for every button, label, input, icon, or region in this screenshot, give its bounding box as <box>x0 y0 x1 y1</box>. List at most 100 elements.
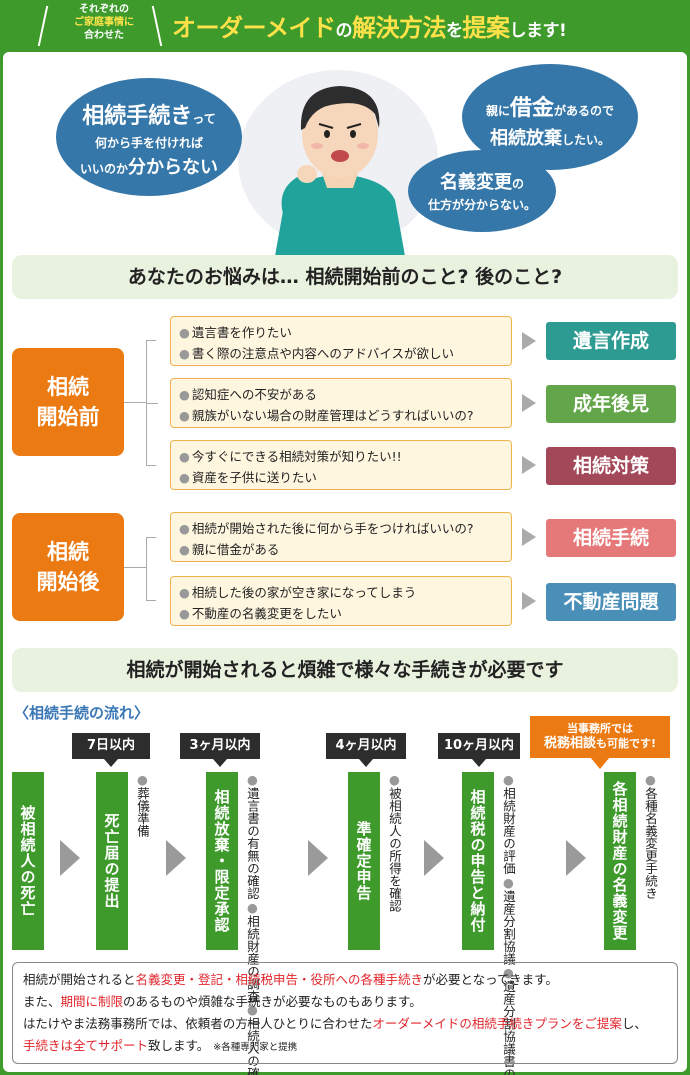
callout-text: 当事務所では <box>567 722 633 735</box>
service-tag-guardianship[interactable]: 成年後見 <box>546 385 676 423</box>
arrow-right-icon <box>522 528 536 546</box>
tax-consult-callout: 当事務所では 税務相談も可能です! <box>530 716 670 769</box>
bubble-text: 相続放棄 <box>489 128 562 149</box>
callout-text: も可能です! <box>595 737 657 750</box>
worry-item-1: ●遺言書を作りたい ●書く際の注意点や内容へのアドバイスが欲しい <box>170 316 512 366</box>
bubble-text: 名義変更 <box>439 172 512 193</box>
section-title-worries: あなたのお悩みは… 相続開始前のこと? 後のこと? <box>12 255 678 299</box>
service-tag-real-estate[interactable]: 不動産問題 <box>546 583 676 621</box>
note-text: 相続財産の評価 <box>501 787 516 875</box>
bubble-text: って <box>192 112 216 126</box>
note-income: ●被相続人の所得を確認 <box>387 772 402 912</box>
worry-text: 相続した後の家が空き家になってしまう <box>191 585 417 600</box>
footer-text: また、 <box>23 994 61 1009</box>
note-text: 葬儀準備 <box>135 787 150 837</box>
worry-item-3: ●今すぐにできる相続対策が知りたい!! ●資産を子供に送りたい <box>170 440 512 490</box>
step-death: 被相続人の死亡 <box>12 772 44 950</box>
arrow-right-icon <box>522 456 536 474</box>
callout-text: 税務相談 <box>543 736 596 751</box>
footer-text: のあるものや煩雑な手続きが必要なものもあります。 <box>123 994 422 1009</box>
note-division: ●遺産分割協議書の作成 ●遺産分割協議 ●相続財産の評価 <box>500 772 516 1075</box>
header-banner: それぞれの ご家庭事情に 合わせた オーダーメイドの解決方法を提案します! <box>0 0 690 52</box>
footer-highlight: 期間に制限 <box>60 994 124 1009</box>
note-text: 被相続人の所得を確認 <box>387 787 402 912</box>
step-tax-filing: 相続税の申告と納付 <box>462 772 494 950</box>
service-tag-procedure[interactable]: 相続手続 <box>546 519 676 557</box>
footer-note: 相続が開始されると名義変更・登記・相続税申告・役所への各種手続きが必要となってき… <box>12 962 678 1064</box>
worried-person-illustration <box>275 86 405 256</box>
bubble-text: いいのか <box>79 162 128 176</box>
note-name-change: ●各種名義変更手続き <box>643 772 658 900</box>
arrow-right-icon <box>60 840 80 876</box>
note-text: 遺言書の有無の確認 <box>245 787 260 900</box>
bubble-text: 分からない <box>128 157 218 178</box>
footer-text: 致します。 <box>148 1038 210 1053</box>
arrow-right-icon <box>424 840 444 876</box>
footer-text: が必要となってきます。 <box>423 972 558 987</box>
title-part: オーダーメイド <box>172 14 336 42</box>
service-tag-planning[interactable]: 相続対策 <box>546 447 676 485</box>
worry-text: 資産を子供に送りたい <box>191 470 317 485</box>
worry-text: 相続が開始された後に何から手をつければいいの? <box>191 521 474 536</box>
bubble-text: したい。 <box>561 133 610 147</box>
worry-text: 書く際の注意点や内容へのアドバイスが欲しい <box>191 346 455 361</box>
worry-item-2: ●認知症への不安がある ●親族がいない場合の財産管理はどうすればいいの? <box>170 378 512 428</box>
connector <box>146 537 156 601</box>
category-label: 相続 <box>47 540 89 564</box>
worry-item-4: ●相続が開始された後に何から手をつければいいの? ●親に借金がある <box>170 512 512 562</box>
banner-subtitle: それぞれの ご家庭事情に 合わせた <box>48 3 160 49</box>
step-death-notice: 死亡届の提出 <box>96 772 128 950</box>
note-text: 各種名義変更手続き <box>643 787 658 900</box>
arrow-right-icon <box>308 840 328 876</box>
category-label: 開始前 <box>36 405 100 429</box>
footer-highlight: 手続きは全てサポート <box>23 1038 149 1053</box>
bubble-text: があるので <box>554 104 615 118</box>
worry-item-5: ●相続した後の家が空き家になってしまう ●不動産の名義変更をしたい <box>170 576 512 626</box>
note-text: 遺産分割協議書の作成 <box>501 979 516 1075</box>
title-part: 解決方法 <box>352 14 447 42</box>
footer-highlight: オーダーメイドの相続手続きプランをご提案 <box>372 1016 622 1031</box>
category-after: 相続開始後 <box>12 513 124 621</box>
period-4months: 4ヶ月以内 <box>326 733 406 767</box>
title-part: の <box>335 21 353 41</box>
arrow-right-icon <box>166 840 186 876</box>
connector <box>124 567 146 568</box>
period-7days: 7日以内 <box>72 733 150 767</box>
footer-highlight: 名義変更・登記・相続税申告・役所への各種手続き <box>135 972 424 987</box>
connector <box>146 403 158 404</box>
arrow-right-icon <box>522 592 536 610</box>
slash-left <box>37 6 49 46</box>
title-part: を <box>446 21 463 41</box>
banner-title: オーダーメイドの解決方法を提案します! <box>172 8 567 43</box>
note-text: 遺産分割協議 <box>501 889 516 965</box>
footer-text: 相続が開始されると <box>23 972 136 987</box>
footer-text: し、 <box>621 1016 647 1031</box>
category-before: 相続開始前 <box>12 348 124 456</box>
arrow-right-icon <box>522 394 536 412</box>
arrow-right-icon <box>566 840 586 876</box>
step-renounce: 相続放棄・限定承認 <box>206 772 238 950</box>
period-3months: 3ヶ月以内 <box>180 733 260 767</box>
banner-line2: ご家庭事情に <box>74 17 134 28</box>
worry-text: 不動産の名義変更をしたい <box>191 606 342 621</box>
step-name-change: 各相続財産の名義変更 <box>604 772 636 950</box>
bubble-text: 相続手続き <box>82 104 193 129</box>
worry-text: 親族がいない場合の財産管理はどうすればいいの? <box>191 408 474 423</box>
bubble-text: 仕方が分からない。 <box>427 198 536 212</box>
period-10months: 10ヶ月以内 <box>438 733 520 767</box>
bubble-text: 借金 <box>509 96 554 121</box>
worry-bubble-right-mid: 名義変更の 仕方が分からない。 <box>408 150 556 232</box>
banner-line1: それぞれの <box>79 4 129 15</box>
banner-line3: 合わせた <box>84 30 124 41</box>
bubble-text: 何から手を付ければ <box>94 136 203 150</box>
note-funeral: ●葬儀準備 <box>135 772 150 837</box>
title-part: します! <box>509 21 567 41</box>
worry-text: 遺言書を作りたい <box>191 325 292 340</box>
bubble-text: 親に <box>485 104 510 118</box>
title-part: 提案 <box>462 14 511 42</box>
worry-text: 今すぐにできる相続対策が知りたい!! <box>191 449 402 464</box>
worry-bubble-left: 相続手続きって 何から手を付ければ いいのか分からない <box>56 78 242 196</box>
note-text: 相続人の確定 <box>245 1017 260 1075</box>
step-quasi-return: 準確定申告 <box>348 772 380 950</box>
service-tag-will[interactable]: 遺言作成 <box>546 322 676 360</box>
